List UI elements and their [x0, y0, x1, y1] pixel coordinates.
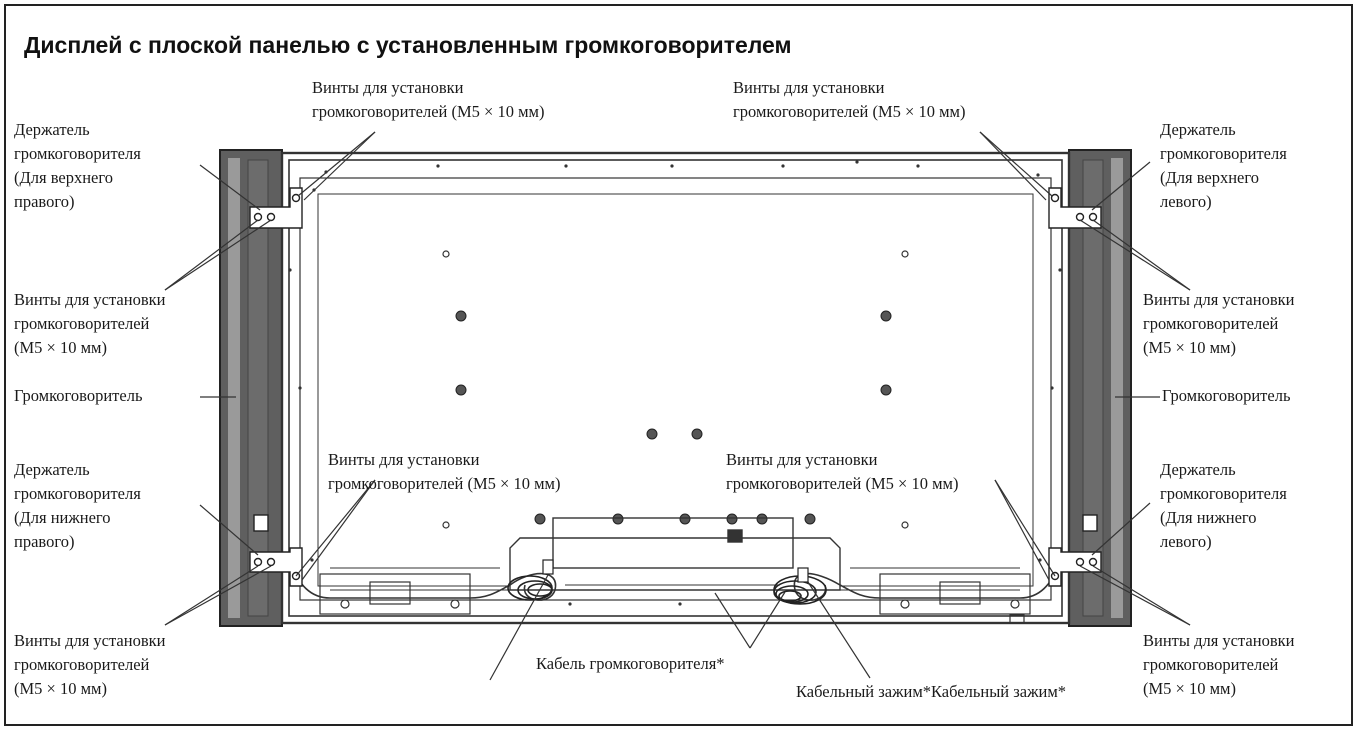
speaker-terminals: [319, 573, 1031, 624]
label-holder-lower-left: Держатель громкоговорителя (Для нижнего …: [1160, 460, 1287, 551]
label-screws-right-lower: Винты для установки громкоговорителей (M…: [1143, 631, 1295, 698]
leader-lines: [164, 131, 1191, 681]
speaker-brackets: [249, 187, 1102, 587]
label-screws-top-left: Винты для установки громкоговорителей (M…: [312, 78, 545, 121]
panel-holes: [288, 160, 1062, 606]
label-screws-bottom-left-center: Винты для установки громкоговорителей (M…: [328, 450, 561, 493]
label-holder-upper-left: Держатель громкоговорителя (Для верхнего…: [1160, 120, 1287, 211]
open-holes: [442, 250, 909, 529]
right-speaker: [1068, 149, 1132, 627]
label-holder-upper-right: Держатель громкоговорителя (Для верхнего…: [14, 120, 141, 211]
label-screws-left-lower: Винты для установки громкоговорителей (M…: [14, 631, 166, 698]
left-speaker: [219, 149, 283, 627]
label-screws-top-right: Винты для установки громкоговорителей (M…: [733, 78, 966, 121]
terminal-housing: [330, 517, 1020, 591]
label-holder-lower-right: Держатель громкоговорителя (Для нижнего …: [14, 460, 141, 551]
label-screws-right-upper: Винты для установки громкоговорителей (M…: [1143, 290, 1295, 357]
figure-title: Дисплей с плоской панелью с установленны…: [24, 32, 792, 58]
label-speaker-right: Громкоговоритель: [1162, 386, 1291, 405]
cable-clamps: [542, 559, 809, 583]
label-cable-clamp: Кабельный зажим*Кабельный зажим*: [796, 682, 1067, 701]
label-speaker-left: Громкоговоритель: [14, 386, 143, 405]
label-speaker-cable: Кабель громкоговорителя*: [536, 654, 725, 673]
mounting-bosses: [455, 310, 892, 547]
label-screws-bottom-right-center: Винты для установки громкоговорителей (M…: [726, 450, 959, 493]
label-screws-left-upper: Винты для установки громкоговорителей (M…: [14, 290, 166, 357]
